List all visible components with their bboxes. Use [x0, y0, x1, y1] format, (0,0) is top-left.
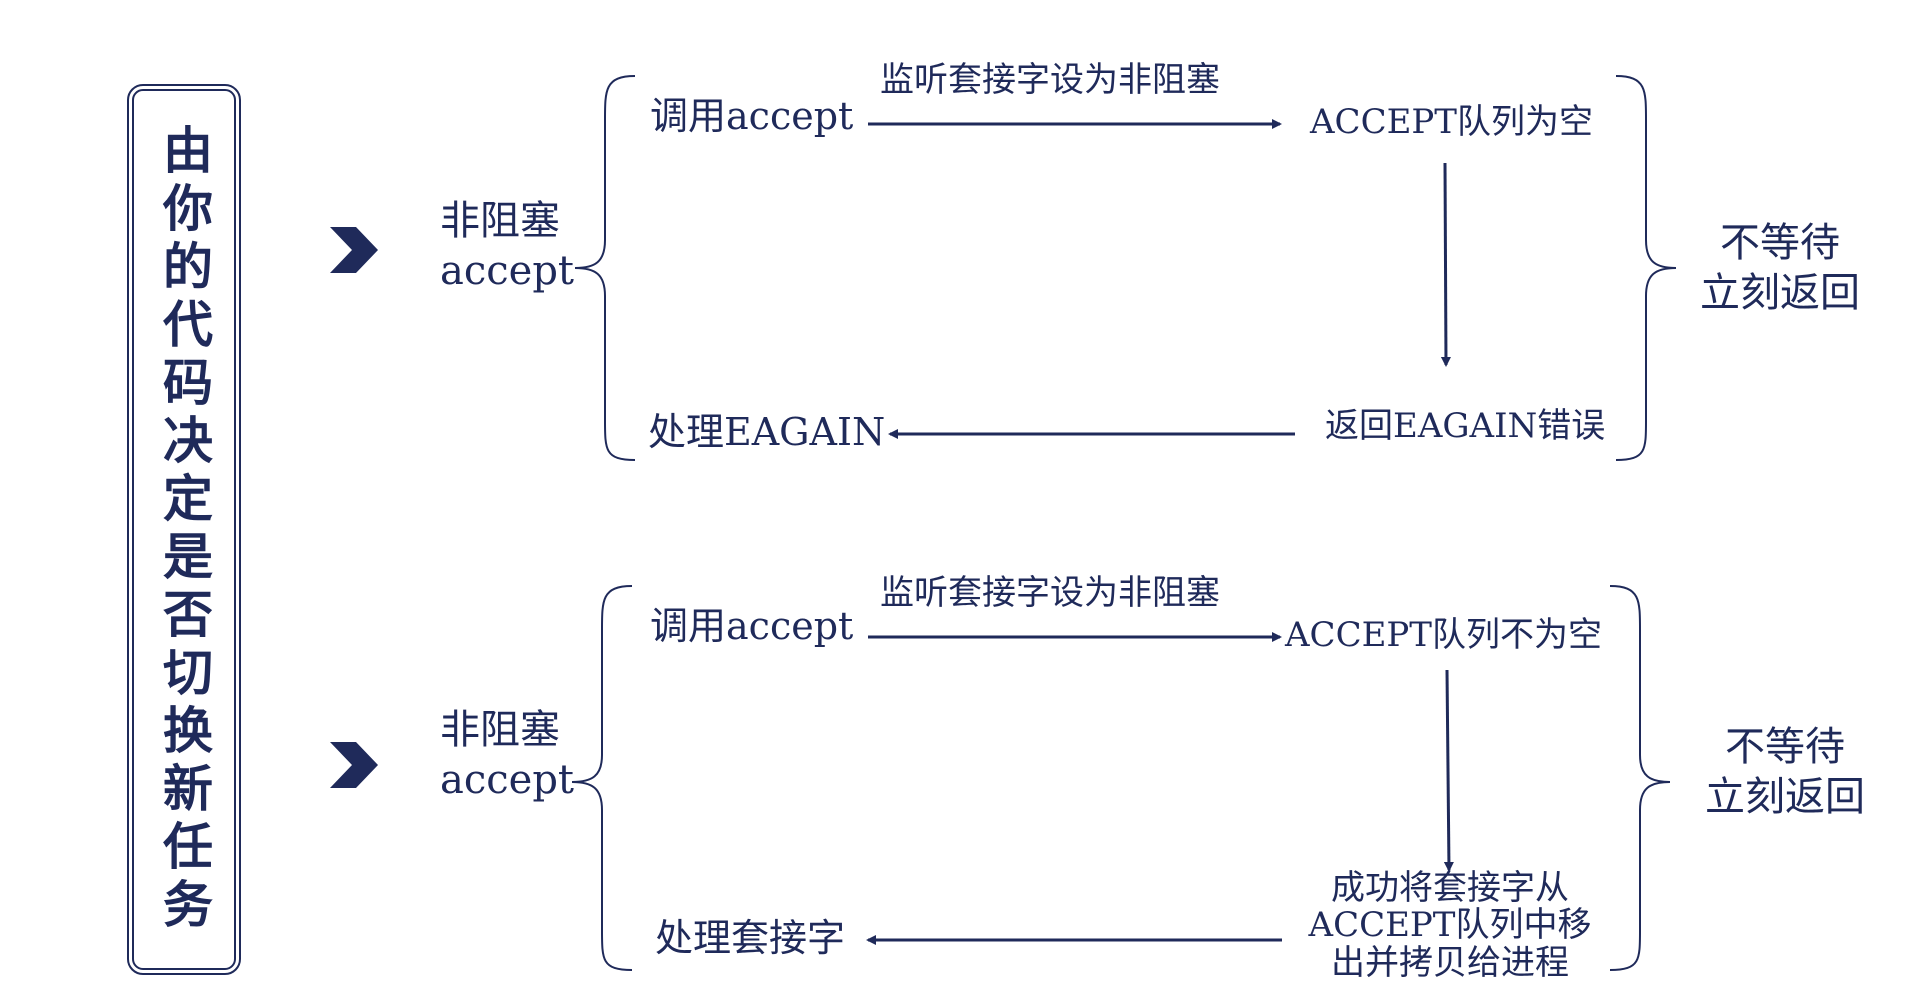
call-label-1: 调用accept	[650, 94, 854, 138]
chevron-icon-2	[330, 742, 378, 788]
side-note-2: 不等待 立刻返回	[1705, 722, 1865, 822]
mode-label-1: 非阻塞 accept	[440, 196, 574, 296]
title-box: 由你的代码决定是否切换新任务	[127, 84, 241, 975]
right-brace-2	[1609, 585, 1671, 971]
chevron-icon-1	[330, 227, 378, 273]
result-label-2-line1: 成功将套接字从	[1331, 868, 1569, 908]
queue-state-2: ACCEPT队列不为空	[1285, 615, 1602, 655]
mode-label-2-line1: 非阻塞	[440, 707, 560, 753]
left-brace-1	[574, 75, 636, 461]
mode-label-1-line2: accept	[440, 248, 575, 294]
side-note-2-line2: 立刻返回	[1705, 774, 1865, 820]
result-label-1: 返回EAGAIN错误	[1325, 406, 1606, 446]
arrow-label-2: 监听套接字设为非阻塞	[880, 573, 1220, 613]
side-note-1: 不等待 立刻返回	[1700, 218, 1860, 318]
arrow-label-1: 监听套接字设为非阻塞	[880, 60, 1220, 100]
arrow-queue-to-result-2	[1443, 669, 1454, 872]
call-label-2: 调用accept	[650, 604, 854, 648]
side-note-2-line1: 不等待	[1725, 724, 1845, 770]
handle-label-1: 处理EAGAIN	[648, 410, 886, 454]
mode-label-1-line1: 非阻塞	[440, 198, 560, 244]
vertical-title: 由你的代码决定是否切换新任务	[155, 123, 213, 936]
result-label-2: 成功将套接字从 ACCEPT队列中移 出并拷贝给进程	[1300, 868, 1600, 983]
handle-label-2: 处理套接字	[655, 916, 846, 960]
result-label-2-line2: ACCEPT队列中移	[1308, 905, 1592, 946]
queue-state-1: ACCEPT队列为空	[1310, 102, 1593, 142]
side-note-1-line1: 不等待	[1720, 220, 1840, 266]
left-brace-2	[571, 585, 633, 971]
mode-label-2-line2: accept	[440, 757, 575, 803]
mode-label-2: 非阻塞 accept	[440, 705, 574, 805]
result-label-2-line3: 出并拷贝给进程	[1331, 942, 1569, 983]
arrow-queue-to-result-1	[1440, 162, 1451, 367]
right-brace-1	[1615, 75, 1677, 461]
side-note-1-line2: 立刻返回	[1700, 270, 1860, 316]
